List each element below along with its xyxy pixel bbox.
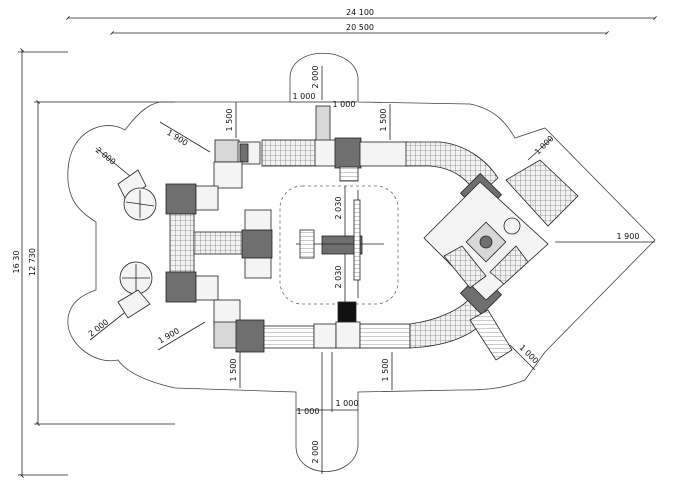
bottom-deck: [313, 323, 337, 349]
top-tab-right-label: 1 000: [333, 100, 356, 109]
dimension-inner-width: 20 500: [110, 23, 609, 35]
center-left-rail: [299, 229, 315, 259]
right-lower-net: [489, 245, 529, 285]
right-climbing-net: [505, 159, 579, 227]
upper-left-slide: [117, 169, 147, 201]
upper-left-platform: [213, 161, 243, 189]
upper-left-post: [239, 143, 249, 163]
dimension-bottom-tab: 1 000 1 000 2 000: [296, 352, 358, 474]
right-inner-net: [443, 245, 487, 289]
dimension-upper-left-diag: 1 900: [159, 121, 211, 153]
dimension-total-width: 24 100: [66, 8, 657, 20]
dimension-top-right-offset: 1 500: [379, 104, 391, 140]
right-small-spinner: [503, 217, 521, 235]
left-tower-upper: [165, 183, 197, 215]
center-top-label: 2 030: [334, 197, 343, 220]
dimension-bottom-right-offset: 1 500: [381, 352, 393, 390]
center-pole: [353, 199, 361, 281]
inner-height-label: 12 730: [28, 248, 37, 276]
play-structure: [117, 105, 579, 361]
top-tab-left-label: 1 000: [293, 92, 316, 101]
middle-top-panel: [244, 209, 272, 231]
safety-zone-outline: [67, 52, 656, 472]
top-slide: [315, 105, 331, 143]
dimension-right-upper-diag: 1 000: [527, 134, 556, 161]
bottom-bridge-right: [359, 323, 411, 349]
lower-left-diag-label: 1 900: [157, 326, 181, 345]
dimension-upper-left-arc: 2 000: [94, 145, 131, 177]
bottom-tab-left-label: 1 000: [297, 407, 320, 416]
center-rotator: [321, 235, 363, 255]
top-tab-height-label: 2 000: [311, 66, 320, 89]
right-slide: [469, 309, 513, 361]
bottom-tab-height-label: 2 000: [311, 441, 320, 464]
middle-tower: [241, 229, 273, 259]
top-tower: [334, 137, 362, 169]
bottom-hatch: [337, 301, 357, 325]
bottom-tab-right-label: 1 000: [336, 399, 359, 408]
bottom-left-offset-label: 1 500: [229, 359, 238, 382]
inner-width-label: 20 500: [346, 23, 374, 32]
left-deck-lower: [195, 275, 219, 301]
top-stairs: [339, 166, 359, 182]
top-bridge: [359, 141, 409, 167]
top-deck-left: [314, 139, 338, 167]
right-lower-diag-label: 1 000: [517, 343, 540, 366]
bottom-left-tower: [235, 319, 265, 353]
bottom-right-offset-label: 1 500: [381, 359, 390, 382]
middle-net-bridge: [193, 231, 243, 255]
dimension-bottom-left-offset: 1 500: [229, 352, 241, 388]
upper-left-spinner-spokes: [125, 190, 155, 218]
top-net-bridge: [261, 139, 318, 167]
lower-left-slide: [117, 289, 151, 319]
lower-left-deck: [213, 321, 239, 349]
dimension-lower-left-diag: 1 900: [157, 321, 206, 351]
lower-left-spinner-spokes: [122, 264, 150, 292]
dimension-top-tab: 2 000 1 000 1 000: [290, 66, 357, 109]
left-net-ladder: [169, 213, 195, 273]
dimension-inner-height: 12 730: [28, 100, 175, 426]
right-tip-label: 1 900: [617, 232, 640, 241]
dimension-right-tip: 1 900: [555, 232, 655, 243]
dimension-lower-left-arc: 2 000: [87, 309, 129, 341]
center-bottom-label: 2 030: [334, 266, 343, 289]
bottom-bridge-left: [263, 325, 315, 349]
upper-left-arc-label: 2 000: [94, 145, 118, 166]
right-center-pole: [479, 235, 493, 249]
upper-left-deck: [214, 139, 240, 163]
dimension-total-height: 16 30: [12, 48, 68, 478]
total-height-label: 16 30: [12, 251, 21, 274]
left-tower-lower: [165, 271, 197, 303]
upper-left-diag-label: 1 900: [165, 128, 189, 148]
dimension-top-left-offset: 1 500: [225, 102, 237, 138]
dimension-right-lower-diag: 1 000: [509, 343, 540, 371]
right-upper-diag-label: 1 000: [533, 134, 556, 157]
top-right-offset-label: 1 500: [379, 109, 388, 132]
middle-bottom-panel: [244, 257, 272, 279]
top-left-offset-label: 1 500: [225, 109, 234, 132]
lower-left-arc-label: 2 000: [87, 317, 111, 338]
total-width-label: 24 100: [346, 8, 374, 17]
bottom-deck-right: [335, 321, 361, 349]
left-deck-upper: [195, 185, 219, 211]
